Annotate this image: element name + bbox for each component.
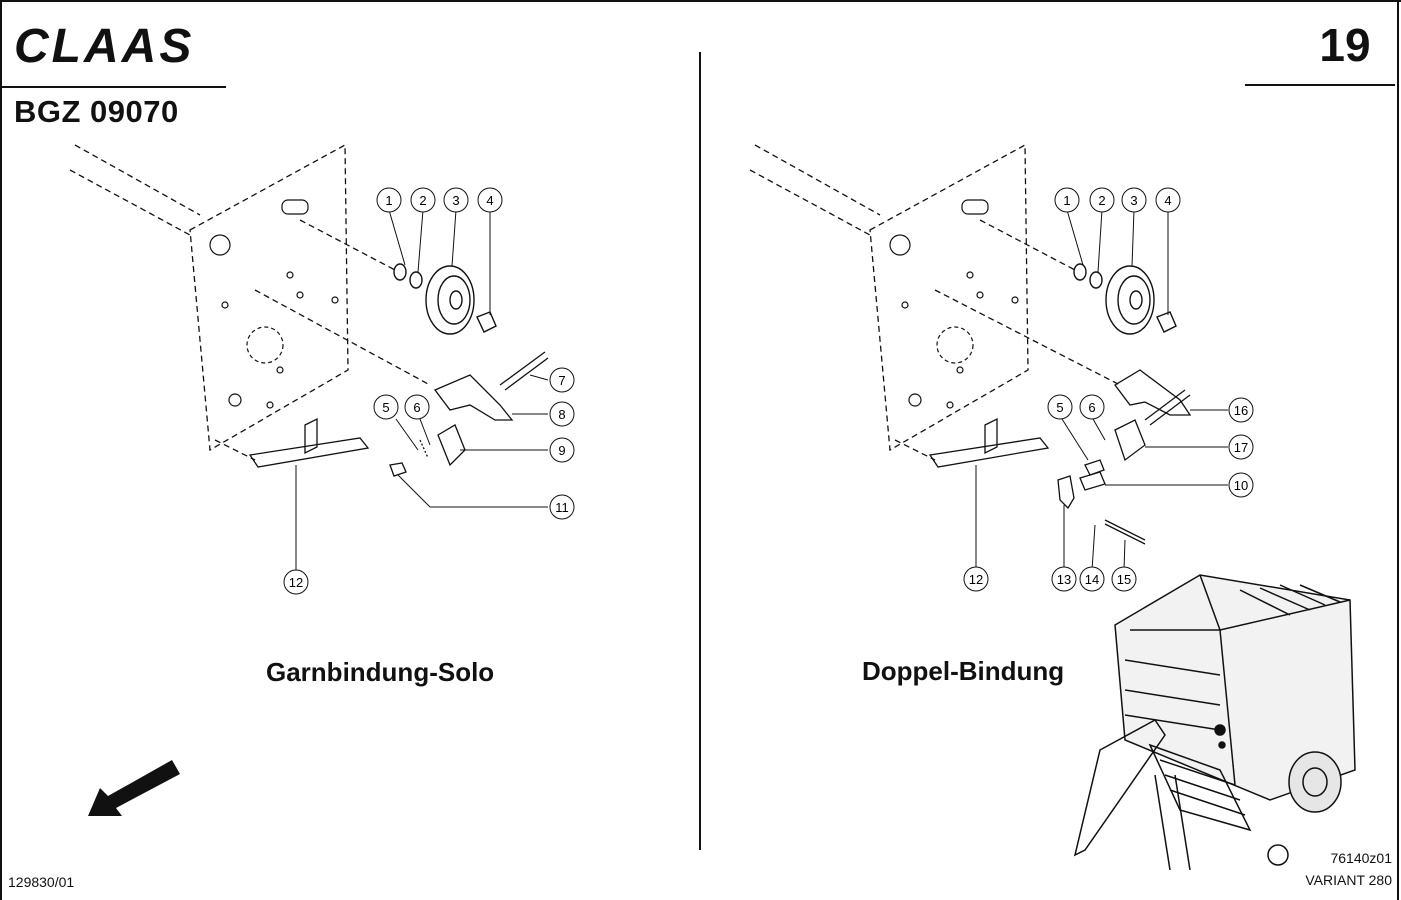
r-callout-10-label: 10	[1234, 478, 1248, 493]
r-callout-6-label: 6	[1088, 400, 1095, 415]
callout-7-label: 7	[558, 373, 565, 388]
callout-5: 5	[373, 394, 399, 420]
callout-11-label: 11	[555, 500, 569, 515]
document-code: BGZ 09070	[14, 94, 179, 129]
callout-1: 1	[376, 187, 402, 213]
frame-right	[1397, 0, 1399, 900]
callout-3: 3	[443, 187, 469, 213]
r-callout-3: 3	[1121, 187, 1147, 213]
left-pulley-assembly	[393, 263, 497, 335]
callout-4-label: 4	[486, 193, 493, 208]
r-callout-13-label: 13	[1057, 572, 1071, 587]
left-tension-bracket	[248, 351, 549, 477]
callout-2-label: 2	[419, 193, 426, 208]
r-callout-15: 15	[1111, 566, 1137, 592]
right-callouts: 1 2 3 4 5 6 16 17 10 12 13 14 15	[963, 187, 1254, 592]
frame-left	[0, 0, 2, 900]
r-callout-14: 14	[1079, 566, 1105, 592]
baler-machine-icon	[1073, 574, 1356, 870]
footer-left-code: 129830/01	[8, 874, 75, 890]
r-callout-16-label: 16	[1234, 403, 1248, 418]
r-callout-2-label: 2	[1098, 193, 1105, 208]
callout-3-label: 3	[452, 193, 459, 208]
model-name: VARIANT 280	[1305, 872, 1392, 888]
right-caption: Doppel-Bindung	[862, 656, 1065, 686]
r-callout-4-label: 4	[1164, 193, 1171, 208]
right-mounting-plate	[869, 143, 1029, 452]
left-callouts: 1 2 3 4 5 6 7 8 9 11 12	[283, 187, 575, 595]
callout-8: 8	[549, 401, 575, 427]
panel-divider	[699, 52, 701, 850]
r-callout-12-label: 12	[969, 572, 983, 587]
r-callout-14-label: 14	[1085, 572, 1099, 587]
r-callout-3-label: 3	[1130, 193, 1137, 208]
left-exploded-diagram: 1 2 3 4 5 6 7 8 9 11 12	[69, 143, 575, 595]
left-mounting-plate	[189, 143, 349, 452]
drawing-code: 76140z01	[1330, 850, 1392, 866]
page-number: 19	[1319, 19, 1371, 71]
callout-2: 2	[410, 187, 436, 213]
callout-11: 11	[549, 494, 575, 520]
r-callout-15-label: 15	[1117, 572, 1131, 587]
callout-5-label: 5	[382, 400, 389, 415]
callout-7: 7	[549, 367, 575, 393]
brand-text: CLAAS	[14, 22, 194, 72]
r-callout-16: 16	[1228, 397, 1254, 423]
callout-6: 6	[404, 394, 430, 420]
r-callout-1-label: 1	[1063, 193, 1070, 208]
r-callout-1: 1	[1054, 187, 1080, 213]
r-callout-10: 10	[1228, 472, 1254, 498]
claas-logo: CLAAS	[14, 22, 234, 72]
r-callout-17: 17	[1228, 434, 1254, 460]
left-caption: Garnbindung-Solo	[266, 657, 495, 687]
right-exploded-diagram: 1 2 3 4 5 6 16 17 10 12 13 14 15	[749, 143, 1254, 592]
r-callout-5: 5	[1047, 394, 1073, 420]
callout-8-label: 8	[558, 407, 565, 422]
callout-6-label: 6	[413, 400, 420, 415]
callout-12-label: 12	[289, 575, 303, 590]
r-callout-4: 4	[1155, 187, 1181, 213]
callout-9-label: 9	[558, 443, 565, 458]
right-tension-bracket	[928, 369, 1192, 545]
r-callout-17-label: 17	[1234, 440, 1248, 455]
r-callout-5-label: 5	[1056, 400, 1063, 415]
r-callout-12: 12	[963, 566, 989, 592]
right-pulley-assembly	[1073, 263, 1177, 335]
claas-logo-icon: CLAAS	[14, 22, 194, 72]
logo-underline	[0, 86, 226, 88]
callout-12: 12	[283, 569, 309, 595]
callout-9: 9	[549, 437, 575, 463]
page-number-underline	[1245, 84, 1395, 86]
r-callout-6: 6	[1079, 394, 1105, 420]
callout-4: 4	[477, 187, 503, 213]
r-callout-2: 2	[1089, 187, 1115, 213]
frame-top	[0, 0, 1401, 2]
r-callout-13: 13	[1051, 566, 1077, 592]
direction-arrow-icon	[88, 760, 180, 816]
callout-1-label: 1	[385, 193, 392, 208]
